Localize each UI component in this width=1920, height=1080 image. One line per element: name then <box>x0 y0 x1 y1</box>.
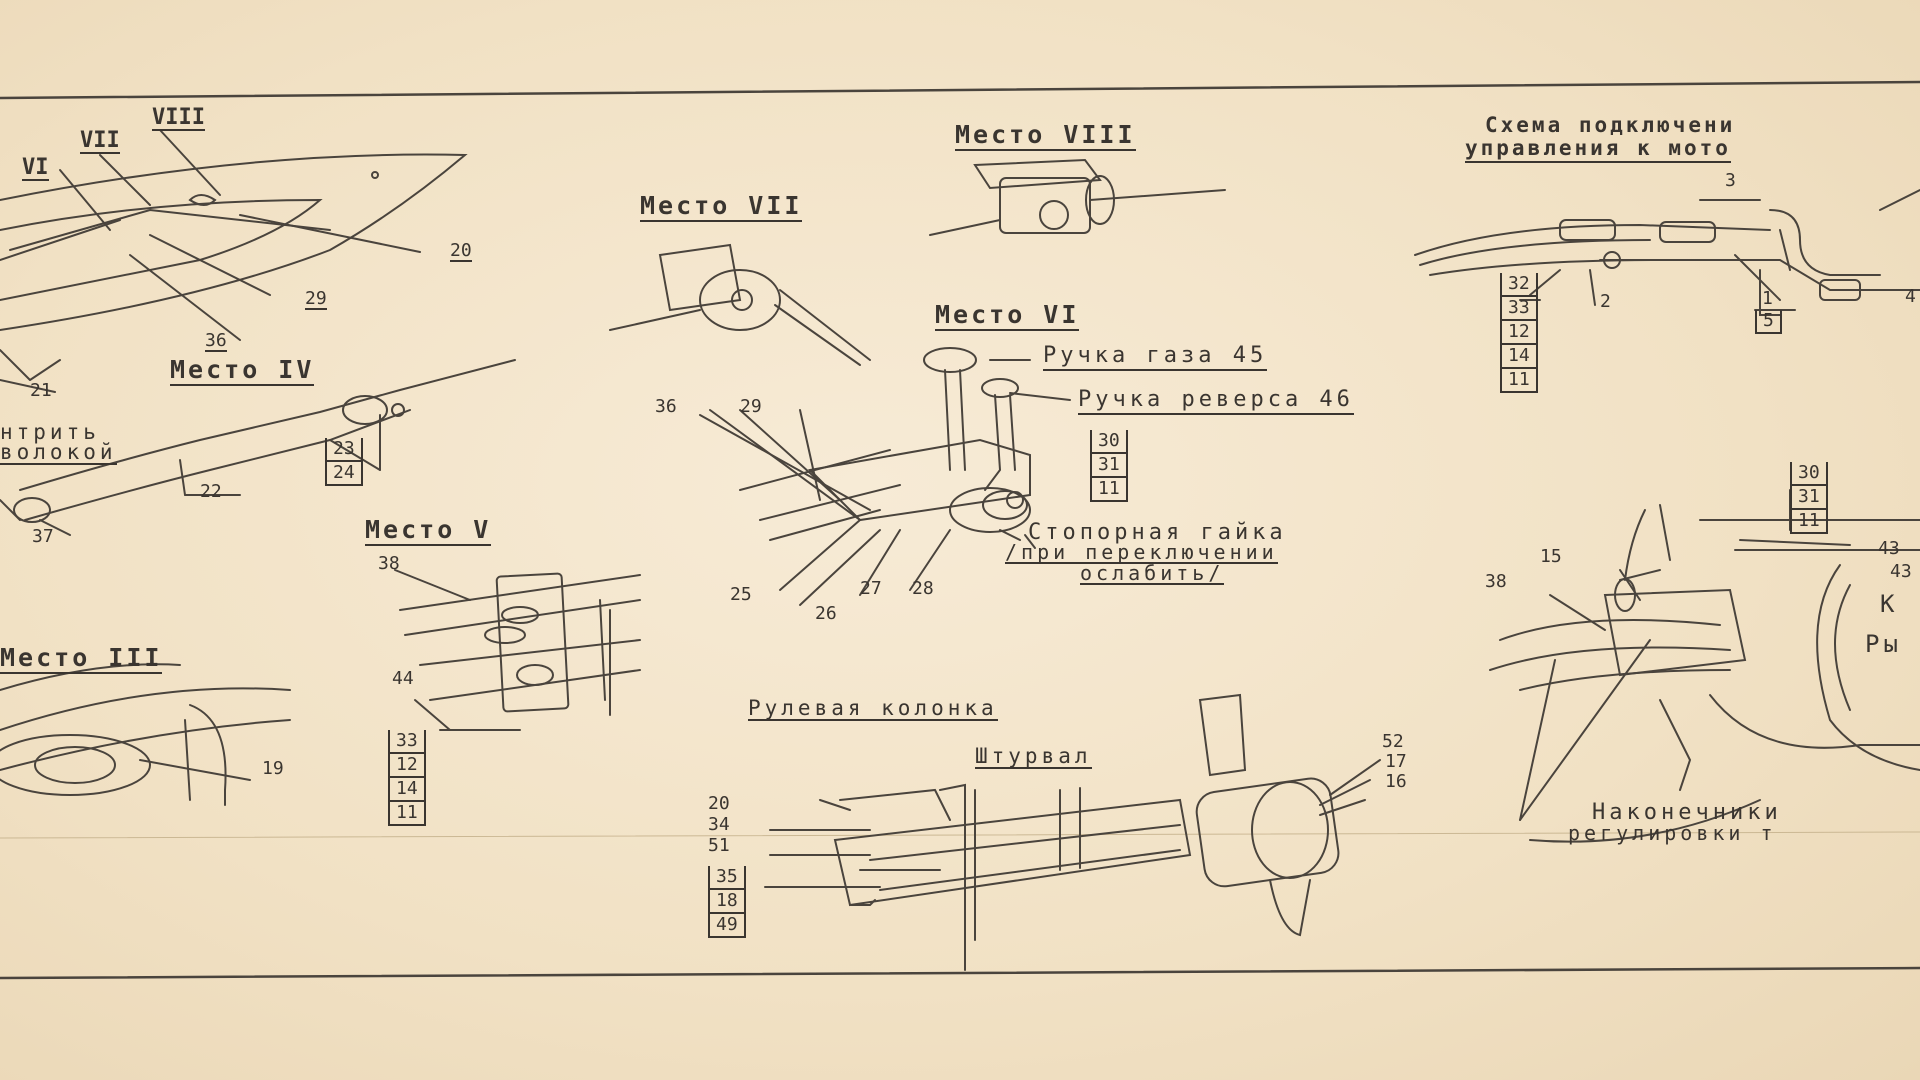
mesto-iv-drawing <box>0 359 516 536</box>
caption-throttle: Ручка газа 45 <box>1043 345 1268 371</box>
stack-item: 30 <box>1792 462 1826 486</box>
mesto-vi-drawing <box>699 347 1071 606</box>
tips-drawing <box>1489 504 1920 843</box>
number-label: 25 <box>730 584 752 605</box>
mesto-v-drawing <box>394 569 641 731</box>
number-label: 37 <box>32 526 54 547</box>
stack-scheme-left: 32 33 12 14 11 <box>1500 273 1538 393</box>
number-label: 29 <box>740 396 762 417</box>
title-mesto-v: Место V <box>365 515 492 546</box>
number-label: 1 <box>1762 288 1773 309</box>
caption-reverse: Ручка реверса 46 <box>1078 389 1354 415</box>
mesto-viii-drawing <box>929 158 1226 236</box>
stack-item: 31 <box>1792 486 1826 510</box>
stack-mesto-v: 33 12 14 11 <box>388 730 426 826</box>
number-label: 21 <box>30 380 52 401</box>
caption-tips-2: регулировки т <box>1568 821 1777 845</box>
stack-item: 11 <box>1502 369 1536 393</box>
number-label: 20 <box>450 240 472 262</box>
stack-item: 12 <box>390 754 424 778</box>
stack-item: 35 <box>710 866 744 890</box>
stack-item: 11 <box>1092 478 1126 502</box>
caption-lock-nut-2: /при переключении <box>1005 540 1278 564</box>
stack-right-mid: 30 31 11 <box>1790 462 1828 534</box>
title-mesto-vii: Место VII <box>640 191 803 222</box>
stack-item: 31 <box>1092 454 1126 478</box>
number-label: 28 <box>912 578 934 599</box>
stack-item: 12 <box>1502 321 1536 345</box>
stack-steering: 35 18 49 <box>708 866 746 938</box>
stack-item: 33 <box>390 730 424 754</box>
number-label: 29 <box>305 288 327 310</box>
stack-item: 11 <box>390 802 424 826</box>
caption-tips-1: Наконечники <box>1592 800 1782 825</box>
stack-item: 33 <box>1502 297 1536 321</box>
roman-vii: VII <box>80 128 120 154</box>
number-label: 38 <box>1485 571 1507 592</box>
number-label: 27 <box>860 578 882 599</box>
boat-hull-drawing <box>0 129 468 393</box>
roman-vi: VI <box>22 155 49 181</box>
number-label: 44 <box>392 668 414 689</box>
number-label: 4 <box>1905 286 1916 307</box>
roman-viii: VIII <box>152 105 205 131</box>
number-label: 15 <box>1540 546 1562 567</box>
stack-mesto-iv: 23 24 <box>325 438 363 486</box>
number-label: 17 <box>1385 751 1407 772</box>
stack-item: 49 <box>710 914 744 938</box>
number-label: 36 <box>655 396 677 417</box>
title-scheme-line2: управления к мото <box>1465 138 1731 163</box>
number-label: 43 <box>1890 561 1912 582</box>
stack-item: 32 <box>1502 273 1536 297</box>
number-label: 22 <box>200 481 222 502</box>
title-mesto-viii: Место VIII <box>955 120 1136 151</box>
steering-column-drawing <box>764 693 1381 971</box>
caption-lock-nut-3: ослабить/ <box>1080 561 1225 585</box>
number-label: 26 <box>815 603 837 624</box>
number-label: 36 <box>205 330 227 352</box>
number-label: 16 <box>1385 771 1407 792</box>
stack-item: 11 <box>1792 510 1826 534</box>
number-label: 43 <box>1878 538 1900 559</box>
stack-item: 30 <box>1092 430 1126 454</box>
caption-left-note-2: волокой <box>0 440 117 465</box>
scheme-drawing <box>1414 189 1920 316</box>
title-mesto-iv: Место IV <box>170 355 315 386</box>
number-label: 34 <box>708 814 730 835</box>
stack-mesto-vi: 30 31 11 <box>1090 430 1128 502</box>
caption-right-k: К <box>1880 590 1899 618</box>
number-label: 20 <box>708 793 730 814</box>
caption-lock-nut-1: Стопорная гайка <box>1028 520 1287 545</box>
title-mesto-vi: Место VI <box>935 300 1080 331</box>
stack-item: 5 <box>1757 310 1780 334</box>
stack-item: 24 <box>327 462 361 486</box>
title-mesto-iii: Место III <box>0 643 163 674</box>
stack-scheme-right: 5 <box>1755 310 1782 334</box>
caption-steering-wheel: Штурвал <box>975 744 1092 769</box>
stack-item: 23 <box>327 438 361 462</box>
number-label: 52 <box>1382 731 1404 752</box>
caption-left-note-1: нтрить <box>0 420 100 444</box>
mesto-iii-drawing <box>0 663 291 806</box>
number-label: 2 <box>1600 291 1611 312</box>
stack-item: 14 <box>1502 345 1536 369</box>
mesto-vii-drawing <box>609 243 871 366</box>
number-label: 38 <box>378 553 400 574</box>
caption-right-r: Ры <box>1865 630 1902 658</box>
number-label: 51 <box>708 835 730 856</box>
title-scheme-line1: Схема подключени <box>1485 113 1736 137</box>
caption-steering-column: Рулевая колонка <box>748 696 998 721</box>
number-label: 19 <box>262 758 284 779</box>
stack-item: 14 <box>390 778 424 802</box>
stack-item: 18 <box>710 890 744 914</box>
number-label: 3 <box>1725 170 1736 191</box>
